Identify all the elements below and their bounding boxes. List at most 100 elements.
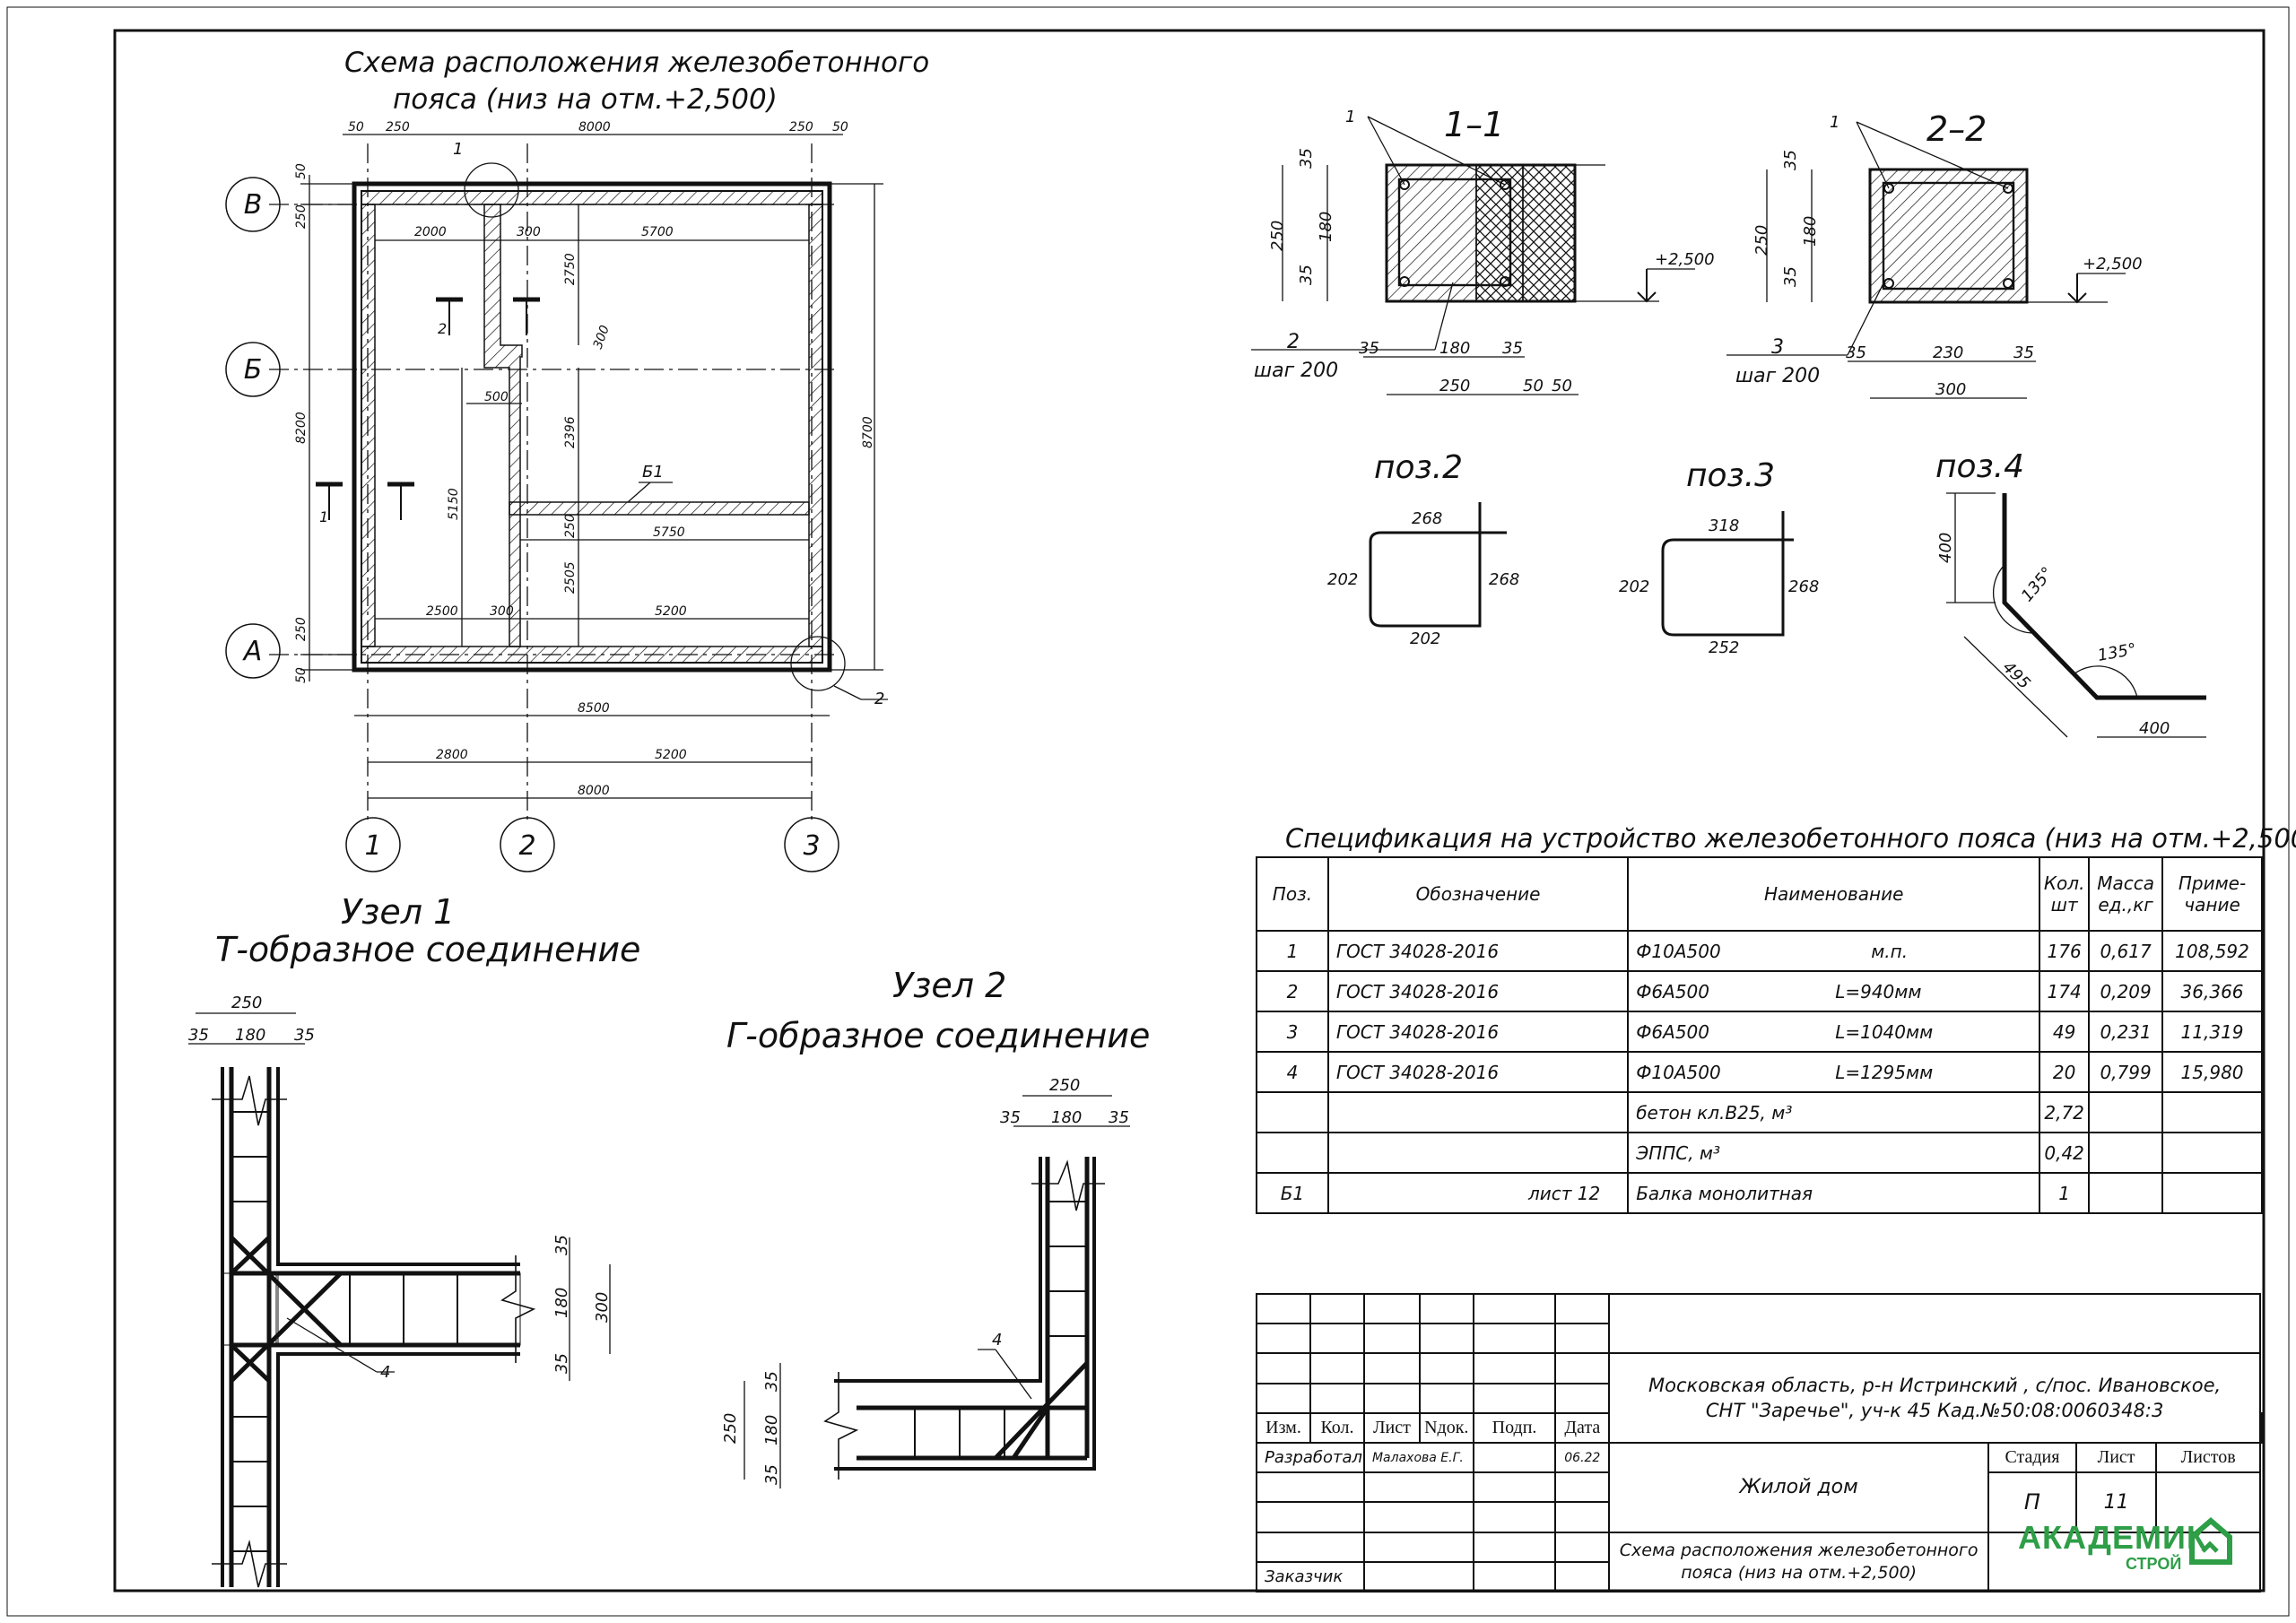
table-row: бетон кл.В25, м³ 2,72 — [1256, 1091, 2263, 1133]
sec22-d35c: 35 — [1846, 343, 1866, 362]
poz3-top: 318 — [1709, 516, 1739, 535]
node1-r35a: 35 — [552, 1235, 571, 1255]
spec-cell-mass: 0,617 — [2088, 930, 2164, 972]
sec11-d35a: 35 — [1297, 148, 1316, 169]
node2-l180: 180 — [762, 1415, 781, 1445]
node2-d35a: 35 — [1000, 1108, 1021, 1127]
spec-title: Спецификация на устройство железобетонно… — [1285, 823, 2296, 854]
sec11-d35d: 35 — [1502, 339, 1523, 358]
spec-cell-qty: 176 — [2039, 930, 2091, 972]
sec11-title: 1–1 — [1444, 105, 1504, 144]
sec22-pos1: 1 — [1830, 113, 1839, 132]
sec22-title: 2–2 — [1926, 109, 1987, 149]
logo-main-text: АКАДЕМИК — [2018, 1519, 2207, 1556]
spec-cell-pos: 1 — [1256, 930, 1329, 972]
axis-col-1: 1 — [364, 830, 381, 862]
spec-head-note2: чание — [2184, 894, 2240, 916]
dim-bot-8000: 8000 — [578, 784, 610, 798]
poz2-title: поз.2 — [1374, 449, 1463, 486]
outer-frame — [6, 6, 2290, 1617]
axis-row-a: А — [242, 636, 263, 667]
spec-head-mass1: Масса — [2097, 872, 2154, 894]
stamp-address-line1: Московская область, р-н Истринский , с/п… — [1648, 1374, 2222, 1396]
axis-col-2: 2 — [518, 830, 535, 862]
stamp-col-5: Дата — [1554, 1411, 1611, 1444]
node1-r180: 180 — [552, 1288, 571, 1318]
spec-cell-param: м.п. — [1871, 940, 1909, 962]
sec11-d250v: 250 — [1268, 221, 1287, 251]
spec-cell-pos: 2 — [1256, 970, 1329, 1012]
node2-l35b: 35 — [762, 1464, 781, 1485]
dim-top-250b: 250 — [789, 120, 813, 135]
sec11-pos2: 2 — [1287, 331, 1300, 353]
stamp-sheet-title1: Схема расположения железобетонного — [1619, 1541, 1979, 1561]
stamp-sheet: 11 — [2074, 1471, 2158, 1533]
poz2-right: 268 — [1489, 570, 1519, 589]
dim-in-2750: 2750 — [563, 253, 578, 285]
spec-cell-mass: 0,231 — [2088, 1011, 2164, 1053]
node2-d35b: 35 — [1109, 1108, 1129, 1127]
node1-title1: Узел 1 — [341, 892, 455, 932]
dim-bot-2800: 2800 — [436, 748, 468, 762]
stamp-col-2: Лист — [1362, 1411, 1421, 1444]
company-logo: АКАДЕМИК СТРОЙ — [2018, 1515, 2242, 1573]
stamp-stage: П — [1987, 1471, 2077, 1533]
sec22-d35b: 35 — [1781, 266, 1800, 287]
stamp-developed-label: Разработал — [1256, 1441, 1365, 1474]
spec-cell-doc: ГОСТ 34028-2016 — [1326, 970, 1630, 1012]
dim-top-250a: 250 — [386, 120, 410, 135]
dim-in-500: 500 — [484, 390, 509, 404]
stamp-sheet-title2: пояса (низ на отм.+2,500) — [1681, 1562, 1918, 1583]
poz2-left: 202 — [1327, 570, 1358, 589]
spec-cell-note: 15,980 — [2161, 1051, 2263, 1093]
poz2-bottom: 202 — [1410, 629, 1440, 648]
dim-top-50b: 50 — [832, 120, 848, 135]
dim-in-2505: 2505 — [563, 561, 578, 594]
sec11-d50a: 50 — [1523, 377, 1544, 395]
spec-cell-name: ЭППС, м³ — [1627, 1132, 2041, 1174]
spec-cell-name-text: бетон кл.В25, м³ — [1636, 1101, 1793, 1124]
poz3-shape: поз.3 318 202 268 252 — [1619, 457, 1819, 657]
spec-cell-doc — [1326, 1091, 1630, 1133]
sec22-step: шаг 200 — [1735, 365, 1820, 387]
title-block: Московская область, р-н Истринский , с/п… — [1256, 1292, 2263, 1593]
spec-cell-name-text: Ф6А500 — [1636, 1020, 1709, 1043]
node1-d35b: 35 — [294, 1026, 315, 1045]
cut1-left: 1 — [319, 508, 328, 525]
spec-cell-qty: 2,72 — [2039, 1091, 2091, 1133]
dim-in-250: 250 — [563, 514, 578, 538]
spec-cell-note — [2161, 1172, 2263, 1214]
spec-head-note1: Приме- — [2178, 872, 2247, 894]
stamp-object: Жилой дом — [1608, 1441, 1990, 1533]
sec22-pos3: 3 — [1771, 336, 1784, 359]
spec-cell-mass: 0,209 — [2088, 970, 2164, 1012]
sec22-level: +2,500 — [2083, 255, 2143, 273]
node2-title1: Узел 2 — [892, 966, 1006, 1005]
dim-left-8200: 8200 — [294, 412, 309, 444]
plan-drawing: Схема расположения железобетонного пояса… — [225, 47, 929, 872]
spec-cell-qty: 174 — [2039, 970, 2091, 1012]
spec-head-note: Приме-чание — [2161, 856, 2263, 932]
dim-top-8000: 8000 — [578, 120, 611, 135]
spec-cell-qty: 0,42 — [2039, 1132, 2091, 1174]
spec-cell-pos — [1256, 1091, 1329, 1133]
node1-mark: 1 — [453, 140, 463, 159]
node2-d180: 180 — [1051, 1108, 1082, 1127]
dim-left-50b: 50 — [294, 667, 309, 683]
sec11-step: шаг 200 — [1254, 360, 1338, 382]
spec-cell-doc: ГОСТ 34028-2016 — [1326, 1011, 1630, 1053]
poz4-title: поз.4 — [1935, 448, 2024, 485]
spec-cell-doc — [1326, 1132, 1630, 1174]
spec-cell-doc: ГОСТ 34028-2016 — [1326, 1051, 1630, 1093]
node2-d250: 250 — [1049, 1076, 1080, 1095]
stamp-address: Московская область, р-н Истринский , с/п… — [1608, 1352, 2261, 1444]
spec-cell-name: бетон кл.В25, м³ — [1627, 1091, 2041, 1133]
